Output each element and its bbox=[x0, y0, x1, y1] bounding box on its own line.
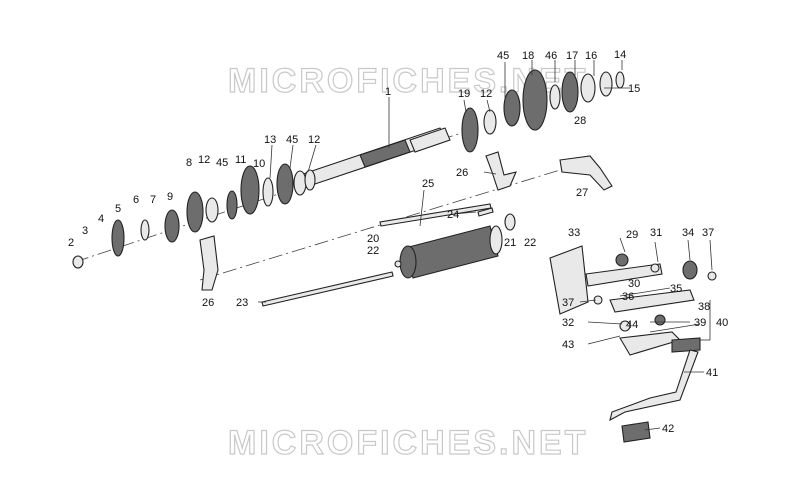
callout-29: 29 bbox=[626, 229, 638, 241]
callout-42: 42 bbox=[662, 423, 674, 435]
rod-25 bbox=[379, 203, 492, 227]
selector-27 bbox=[559, 155, 613, 191]
callout-46: 46 bbox=[545, 50, 557, 62]
callout-19: 19 bbox=[458, 88, 470, 100]
callout-18: 18 bbox=[522, 50, 534, 62]
callout-22a: 22 bbox=[367, 245, 379, 257]
callout-24: 24 bbox=[447, 209, 459, 221]
callout-14: 14 bbox=[614, 49, 626, 61]
callout-17: 17 bbox=[566, 50, 578, 62]
callout-45a: 45 bbox=[216, 157, 228, 169]
callout-30: 30 bbox=[628, 278, 640, 290]
callout-numbers: 1 2 3 4 5 6 7 8 9 10 11 12 12 12 13 14 1… bbox=[68, 49, 728, 435]
callout-2: 2 bbox=[68, 237, 74, 249]
callout-12a: 12 bbox=[198, 154, 210, 166]
callout-33: 33 bbox=[568, 227, 580, 239]
rod-23 bbox=[261, 271, 394, 307]
callout-8: 8 bbox=[186, 157, 192, 169]
shift-fork-26-left bbox=[199, 235, 219, 291]
callout-21: 21 bbox=[504, 237, 516, 249]
callout-34: 34 bbox=[682, 227, 694, 239]
callout-7: 7 bbox=[150, 194, 156, 206]
callout-26a: 26 bbox=[456, 167, 468, 179]
callout-12b: 12 bbox=[308, 134, 320, 146]
callout-23: 23 bbox=[236, 297, 248, 309]
callout-15: 15 bbox=[628, 83, 640, 95]
gear-cluster-left bbox=[72, 163, 316, 269]
callout-32: 32 bbox=[562, 317, 574, 329]
callout-28: 28 bbox=[574, 115, 586, 127]
leader-lines bbox=[258, 60, 713, 431]
selector-drum bbox=[394, 213, 516, 279]
callout-10: 10 bbox=[253, 158, 265, 170]
callout-37a: 37 bbox=[702, 227, 714, 239]
callout-6: 6 bbox=[133, 194, 139, 206]
callout-37b: 37 bbox=[562, 297, 574, 309]
callout-3: 3 bbox=[82, 225, 88, 237]
callout-43: 43 bbox=[562, 339, 574, 351]
callout-16: 16 bbox=[585, 50, 597, 62]
callout-11: 11 bbox=[235, 154, 246, 166]
callout-26b: 26 bbox=[202, 297, 214, 309]
callout-20: 20 bbox=[367, 233, 379, 245]
callout-25: 25 bbox=[422, 178, 434, 190]
gear-cluster-right bbox=[461, 69, 625, 153]
rod-24 bbox=[477, 207, 494, 217]
callout-12c: 12 bbox=[480, 88, 492, 100]
watermark-bottom: MICROFICHES.NET bbox=[228, 424, 588, 462]
callout-44: 44 bbox=[626, 319, 638, 331]
callout-31: 31 bbox=[650, 227, 662, 239]
callout-38: 38 bbox=[698, 301, 710, 313]
callout-9: 9 bbox=[167, 191, 173, 203]
callout-45c: 45 bbox=[497, 50, 509, 62]
callout-40: 40 bbox=[716, 317, 728, 329]
callout-27: 27 bbox=[576, 187, 588, 199]
callout-39: 39 bbox=[694, 317, 706, 329]
gearshift-mechanism bbox=[549, 245, 717, 443]
callout-4: 4 bbox=[98, 213, 104, 225]
callout-13: 13 bbox=[264, 134, 276, 146]
callout-41: 41 bbox=[706, 367, 718, 379]
callout-36: 36 bbox=[622, 291, 634, 303]
callout-5: 5 bbox=[115, 203, 121, 215]
callout-22b: 22 bbox=[524, 237, 536, 249]
callout-45b: 45 bbox=[286, 134, 298, 146]
shift-fork-26-right bbox=[485, 151, 517, 191]
callout-1: 1 bbox=[385, 86, 391, 98]
callout-35: 35 bbox=[670, 283, 682, 295]
